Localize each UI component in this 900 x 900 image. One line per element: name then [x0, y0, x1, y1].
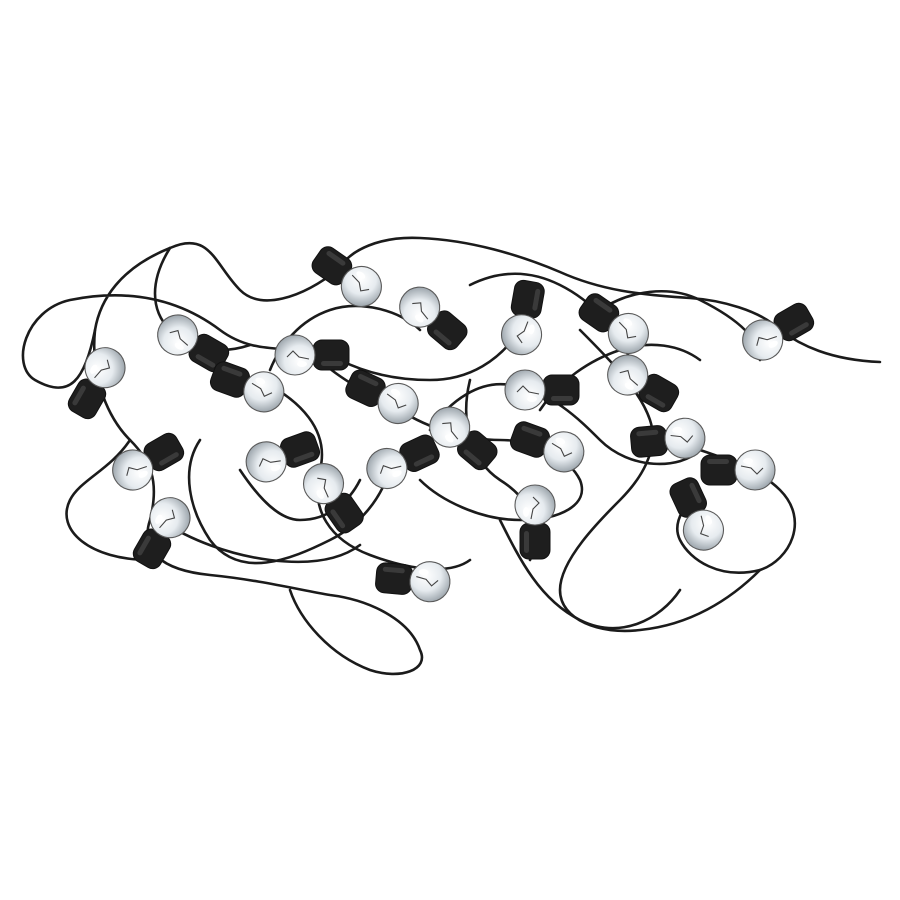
lamp-18 [359, 426, 445, 496]
lamp-20 [295, 455, 372, 540]
lamp-24 [373, 556, 453, 604]
lamp-01 [305, 238, 390, 315]
lamp-15 [628, 416, 708, 464]
lamp-02 [390, 278, 475, 358]
lamp-14 [505, 414, 590, 479]
bulb-lamps [60, 238, 820, 604]
lamp-11 [504, 369, 580, 411]
lamp-22 [514, 484, 556, 560]
lamp-12 [599, 347, 685, 420]
lamp-05 [734, 295, 820, 368]
lamp-03 [497, 277, 552, 359]
lamp-21 [125, 489, 198, 575]
lamp-13 [420, 398, 505, 478]
lamp-16 [104, 425, 190, 498]
lamp-04 [572, 285, 657, 362]
lamp-08 [274, 334, 350, 376]
lamp-19 [700, 449, 776, 491]
lamp-10 [340, 361, 426, 431]
